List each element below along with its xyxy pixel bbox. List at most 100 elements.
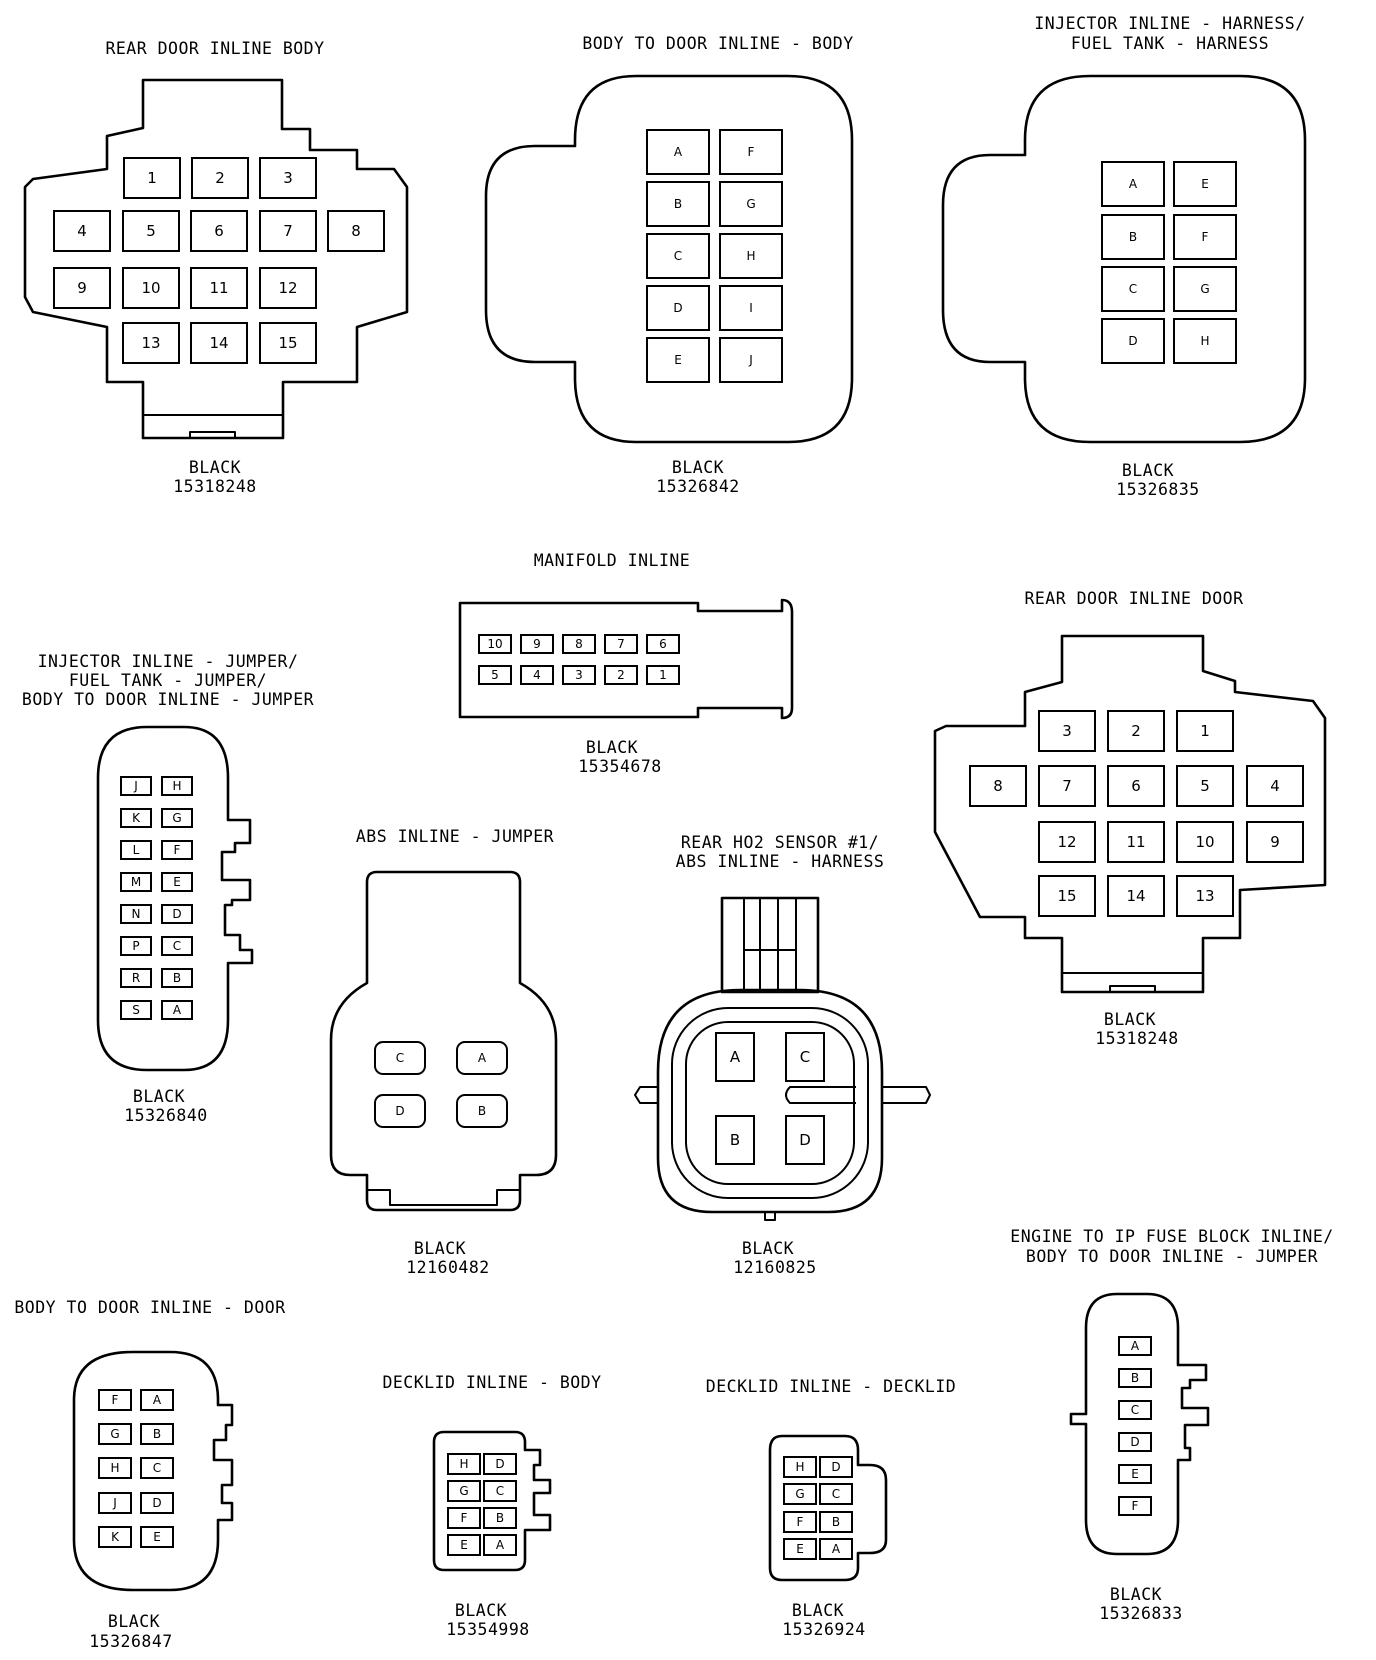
- pin-cavity: [140, 1457, 174, 1479]
- pin-cavity: [1038, 765, 1096, 807]
- pin-label: 1: [147, 169, 157, 187]
- pin-cavity: [161, 968, 193, 988]
- connector-inner-seal: [671, 1007, 869, 1199]
- pin-cavity: [1038, 710, 1096, 752]
- pin-cavity: [98, 1389, 132, 1411]
- pin-label: 3: [1062, 722, 1072, 740]
- pin-cavity: [483, 1507, 517, 1529]
- pin-cavity: [1118, 1432, 1152, 1452]
- pin-label: 4: [1270, 777, 1280, 795]
- pin-cavity: [120, 872, 152, 892]
- pin-label: G: [172, 811, 181, 825]
- pin-label: G: [459, 1484, 468, 1498]
- connector-title: REAR DOOR INLINE DOOR: [1024, 589, 1243, 608]
- pin-cavity: [1176, 765, 1234, 807]
- connector-housing: [72, 1350, 234, 1592]
- pin-label: H: [795, 1460, 804, 1474]
- pin-label: I: [749, 301, 753, 315]
- pin-label: 6: [214, 222, 224, 240]
- pin-label: A: [832, 1542, 841, 1556]
- pin-cavity: [785, 1032, 825, 1082]
- pin-label: 11: [1126, 833, 1145, 851]
- pin-label: S: [132, 1003, 140, 1017]
- pin-label: R: [132, 971, 140, 985]
- pin-cavity: [120, 968, 152, 988]
- connector-part-number: 12160482: [406, 1258, 489, 1277]
- pin-label: A: [1131, 1339, 1140, 1353]
- pin-cavity: [715, 1032, 755, 1082]
- pin-cavity: [123, 157, 181, 199]
- connector-part-number: 15326835: [1116, 480, 1199, 499]
- pin-label: J: [112, 1496, 117, 1510]
- pin-cavity: [646, 129, 710, 175]
- pin-cavity: [259, 267, 317, 309]
- pin-label: G: [110, 1427, 119, 1441]
- pin-cavity: [161, 776, 193, 796]
- pin-cavity: [785, 1115, 825, 1165]
- pin-label: H: [1200, 334, 1209, 348]
- pin-label: 4: [533, 668, 541, 682]
- pin-cavity: [98, 1423, 132, 1445]
- pin-cavity: [604, 634, 638, 654]
- pin-label: 8: [351, 222, 361, 240]
- pin-label: B: [173, 971, 181, 985]
- pin-label: H: [172, 779, 181, 793]
- connector-color: BLACK: [742, 1239, 794, 1258]
- connector-housing: [23, 78, 409, 440]
- connector-engine-to-ip-fuse-block: ENGINE TO IP FUSE BLOCK INLINE/ BODY TO …: [1010, 1227, 1333, 1623]
- connector-part-number: 15326847: [89, 1632, 172, 1651]
- pin-cavity: [1173, 214, 1237, 260]
- connector-rear-ho2-sensor: REAR HO2 SENSOR #1/ ABS INLINE - HARNESS…: [634, 833, 931, 1277]
- connector-color: BLACK: [455, 1601, 507, 1620]
- connector-injector-inline-harness: INJECTOR INLINE - HARNESS/ FUEL TANK - H…: [941, 14, 1307, 499]
- pin-label: D: [799, 1131, 811, 1149]
- pin-cavity: [1101, 214, 1165, 260]
- pin-label: D: [495, 1457, 504, 1471]
- connector-latch-tab: [1109, 985, 1156, 992]
- pin-label: F: [748, 145, 755, 159]
- pin-cavity: [969, 765, 1027, 807]
- pin-label: F: [461, 1511, 468, 1525]
- connector-title-line-1: INJECTOR INLINE - JUMPER/: [38, 652, 299, 671]
- pin-label: F: [1132, 1499, 1139, 1513]
- pin-label: B: [1131, 1371, 1139, 1385]
- pin-cavity: [259, 210, 317, 252]
- pin-label: A: [478, 1051, 487, 1065]
- pin-cavity: [1176, 821, 1234, 863]
- pin-cavity: [1176, 875, 1234, 917]
- pin-label: 10: [487, 637, 502, 651]
- pin-cavity: [646, 181, 710, 227]
- pin-label: 15: [278, 334, 297, 352]
- pin-label: F: [1202, 230, 1209, 244]
- pin-label: 5: [146, 222, 156, 240]
- connector-color: BLACK: [414, 1239, 466, 1258]
- connector-left-ear: [634, 1086, 658, 1104]
- pin-label: A: [1129, 177, 1138, 191]
- connector-part-number: 15318248: [1095, 1029, 1178, 1048]
- pin-label: 7: [283, 222, 293, 240]
- pin-cavity: [161, 936, 193, 956]
- pin-cavity: [646, 285, 710, 331]
- pin-cavity: [456, 1041, 508, 1075]
- pin-label: 7: [1062, 777, 1072, 795]
- pin-cavity: [819, 1538, 853, 1560]
- pin-cavity: [190, 267, 248, 309]
- pin-cavity: [140, 1389, 174, 1411]
- pin-label: B: [674, 197, 682, 211]
- pin-label: F: [112, 1393, 119, 1407]
- pin-cavity: [120, 776, 152, 796]
- pin-cavity: [819, 1456, 853, 1478]
- connector-title-line-2: ABS INLINE - HARNESS: [676, 852, 885, 871]
- connector-key-slot: [785, 1086, 856, 1104]
- connector-color: BLACK: [1122, 461, 1174, 480]
- pin-label: A: [153, 1393, 162, 1407]
- pin-label: 7: [617, 637, 625, 651]
- pin-label: N: [132, 907, 141, 921]
- connector-title: ABS INLINE - JUMPER: [356, 827, 554, 846]
- pin-label: C: [153, 1461, 161, 1475]
